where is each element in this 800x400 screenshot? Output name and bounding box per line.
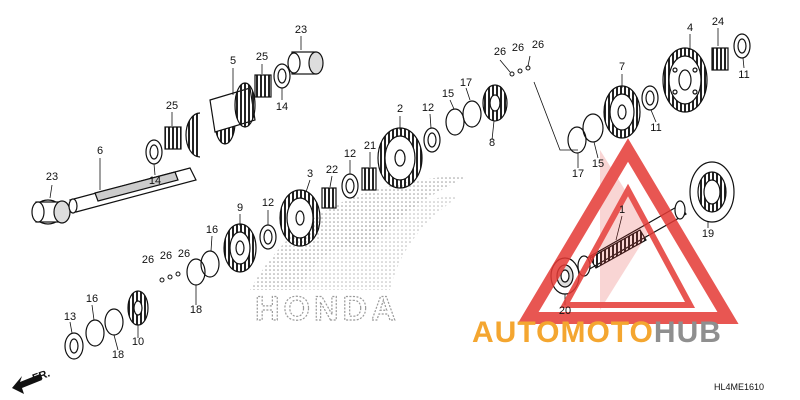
front-direction-arrow: FR. [12,367,52,394]
callout-26: 26 [512,42,524,54]
callout-16: 16 [86,293,98,305]
honda-brand-text: HONDA [255,290,400,328]
callout-7: 7 [619,61,625,73]
circlip-16-b [85,319,105,347]
callout-22: 22 [326,164,338,176]
circlip-17-b [567,126,587,154]
gear-2 [377,127,423,189]
callout-9: 9 [237,202,243,214]
diagram-reference-code: HL4ME1610 [713,382,764,392]
callout-26: 26 [494,46,506,58]
callout-2: 2 [397,103,403,115]
honda-wing-logo [250,175,470,290]
callout-26: 26 [160,250,172,262]
gear-9 [223,223,257,273]
needle-bearing-25-b [254,74,272,98]
callout-23: 23 [46,171,58,183]
lower-left-parts [64,290,149,360]
circlip-18-b [104,308,124,336]
needle-bearing-24 [711,47,729,71]
callout-25: 25 [256,51,268,63]
callout-12: 12 [422,102,434,114]
balls-26 [159,65,531,283]
needle-bearing-25-a [164,126,182,150]
callout-18: 18 [190,304,202,316]
circlip-15-a [445,108,465,136]
gear-10 [127,290,149,326]
needle-bearing-22 [321,187,337,209]
callout-15: 15 [442,88,454,100]
callout-20: 20 [559,305,571,317]
callout-21: 21 [364,140,376,152]
callout-12: 12 [262,197,274,209]
callout-23: 23 [295,24,307,36]
callout-26: 26 [142,254,154,266]
callout-25: 25 [166,100,178,112]
gear-8 [482,84,508,122]
callout-13: 13 [64,311,76,323]
upper-shaft-assembly [31,51,324,225]
callout-4: 4 [687,22,693,34]
callout-5: 5 [230,55,236,67]
ball-bearing-19 [689,161,735,223]
circlip-17-a [462,100,482,128]
callout-11: 11 [650,122,661,134]
needle-bearing-23-left [31,199,71,225]
circlip-16-a [200,250,220,278]
callout-14: 14 [276,101,288,113]
circlip-15-b [582,113,604,143]
callout-16: 16 [206,224,218,236]
countershaft-6 [68,167,197,214]
callout-8: 8 [489,137,495,149]
callout-18: 18 [112,349,124,361]
callout-26: 26 [178,248,190,260]
wordmark-part-auto: AUTO [472,316,561,349]
callout-26: 26 [532,39,544,51]
automotohub-wordmark: AUTOMOTOHUB [472,318,722,348]
callout-24: 24 [712,16,724,28]
callout-17: 17 [460,77,472,89]
callout-10: 10 [132,336,144,348]
middle-gear-assembly [186,33,751,286]
wordmark-part-moto: MOTO [560,316,654,349]
callout-12: 12 [344,148,356,160]
gear-4 [662,47,708,113]
needle-bearing-21 [361,167,377,191]
callout-14: 14 [149,175,161,187]
front-direction-label: FR. [31,367,52,384]
callout-6: 6 [97,145,103,157]
needle-bearing-23-right [287,51,324,75]
leader-lines [49,28,745,351]
callout-3: 3 [307,168,313,180]
callout-19: 19 [702,228,714,240]
gear-3 [279,189,321,247]
gear-5 [185,82,256,158]
callout-15: 15 [592,158,604,170]
callout-1: 1 [619,204,625,216]
gear-7 [603,85,641,139]
automotohub-watermark [517,138,739,324]
wordmark-part-hub: HUB [653,316,722,349]
callout-17: 17 [572,168,584,180]
callout-11: 11 [738,69,749,81]
